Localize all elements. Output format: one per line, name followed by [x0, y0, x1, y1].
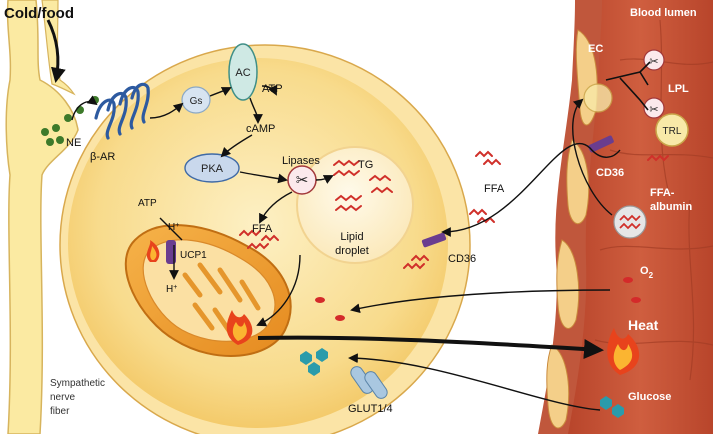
ffa-albumin-label-2: albumin [650, 201, 692, 213]
mito-flame-icon [146, 240, 160, 262]
cd36-cell-receptor [421, 232, 447, 248]
lipid-droplet-label-2: droplet [335, 245, 369, 257]
cold-food-label: Cold/food [4, 5, 74, 22]
beta-ar-label: β-AR [90, 151, 115, 163]
trl-particle [655, 113, 689, 147]
labels: Cold/food Blood lumen EC NE β-AR Gs AC A… [4, 5, 697, 417]
lipase-scissors-icon: ✂ [287, 165, 317, 195]
heat-label: Heat [628, 317, 659, 333]
pathway-arrows [46, 19, 621, 411]
gs-label: Gs [190, 96, 203, 107]
blood-lumen-label: Blood lumen [630, 7, 697, 19]
cd36-vessel-label: CD36 [596, 167, 624, 179]
pka-label: PKA [201, 163, 224, 175]
camp-label: cAMP [246, 123, 275, 135]
adenylyl-cyclase [228, 43, 258, 101]
lipid-droplet-label-1: Lipid [340, 231, 363, 243]
ffa-albumin-label-1: FFA- [650, 187, 675, 199]
svg-text:✂: ✂ [296, 172, 309, 189]
h-plus-top-label: H+ [168, 222, 179, 234]
glut-label: GLUT1/4 [348, 403, 393, 415]
atp-mito-label: ATP [138, 198, 157, 209]
ec-particle [583, 83, 613, 113]
sympathetic-label-3: fiber [50, 406, 70, 417]
glucose-molecules [300, 348, 624, 418]
svg-text:✂: ✂ [649, 56, 658, 68]
glucose-label: Glucose [628, 391, 671, 403]
ne-label: NE [66, 137, 81, 149]
lpl-label: LPL [668, 83, 689, 95]
sympathetic-label-1: Sympathetic [50, 378, 105, 389]
lpl-enzymes: ✂ ✂ [605, 49, 665, 119]
o2-label: O2 [640, 265, 654, 280]
atp-top-label: ATP [262, 83, 283, 95]
cd36-vessel-receptor [588, 135, 614, 153]
ac-label: AC [235, 67, 250, 79]
trl-label: TRL [663, 126, 682, 137]
vessel-flame-icon [607, 328, 640, 375]
beta-ar-receptor [94, 82, 150, 140]
cd36-cell-label: CD36 [448, 253, 476, 265]
svg-text:✂: ✂ [649, 104, 658, 116]
ffa-cell-label: FFA [252, 223, 273, 235]
sympathetic-label-2: nerve [50, 392, 75, 403]
ucp1-label: UCP1 [180, 250, 207, 261]
heat-arrow [257, 335, 604, 359]
o2-molecules [315, 277, 641, 321]
glut-transporter [350, 366, 388, 399]
h-plus-bottom-label: H+ [166, 284, 177, 296]
lipases-label: Lipases [282, 155, 320, 167]
tg-label: TG [358, 159, 373, 171]
fatty-acid-waves [239, 150, 669, 270]
gs-protein [181, 86, 211, 114]
pka [184, 153, 240, 183]
cell-flame-icon [226, 310, 253, 345]
ffa-mid-label: FFA [484, 183, 505, 195]
ec-label: EC [588, 43, 603, 55]
ffa-albumin-particle [613, 205, 647, 239]
